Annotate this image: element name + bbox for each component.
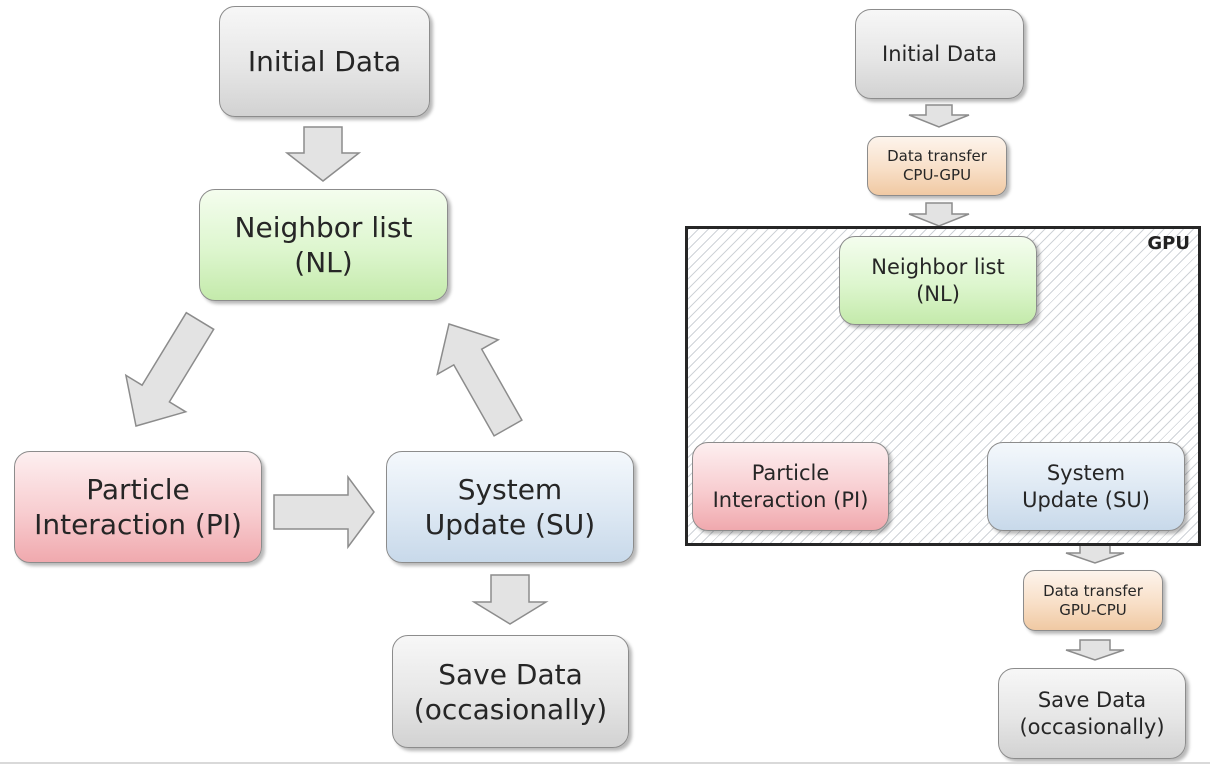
arrow-nl-to-pi bbox=[124, 311, 215, 427]
gpu-initial-data-box: Initial Data bbox=[855, 9, 1024, 99]
gpu-label: GPU bbox=[1147, 233, 1190, 254]
arrow-su-to-save bbox=[471, 574, 549, 625]
arrow-initial-to-nl bbox=[284, 126, 362, 182]
arrow-gpu-initial-to-transfer bbox=[908, 104, 970, 128]
bottom-border bbox=[0, 762, 1210, 764]
arrow-transfer-to-gpu-save bbox=[1065, 639, 1125, 661]
gpu-cpu-transfer-box: Data transfer GPU-CPU bbox=[1023, 570, 1163, 631]
gpu-particle-interaction-box: Particle Interaction (PI) bbox=[692, 442, 889, 531]
gpu-system-update-box: System Update (SU) bbox=[987, 442, 1185, 531]
initial-data-box: Initial Data bbox=[219, 6, 430, 117]
arrow-su-to-nl bbox=[436, 323, 523, 437]
cpu-gpu-transfer-box: Data transfer CPU-GPU bbox=[867, 136, 1007, 196]
system-update-box: System Update (SU) bbox=[386, 451, 634, 563]
arrow-transfer-to-gpu-nl bbox=[908, 202, 970, 227]
gpu-save-data-box: Save Data (occasionally) bbox=[998, 668, 1186, 759]
gpu-neighbor-list-box: Neighbor list (NL) bbox=[839, 236, 1037, 325]
arrow-pi-to-su bbox=[273, 474, 375, 550]
particle-interaction-box: Particle Interaction (PI) bbox=[14, 451, 262, 563]
neighbor-list-box: Neighbor list (NL) bbox=[199, 189, 448, 301]
save-data-box: Save Data (occasionally) bbox=[392, 635, 629, 748]
